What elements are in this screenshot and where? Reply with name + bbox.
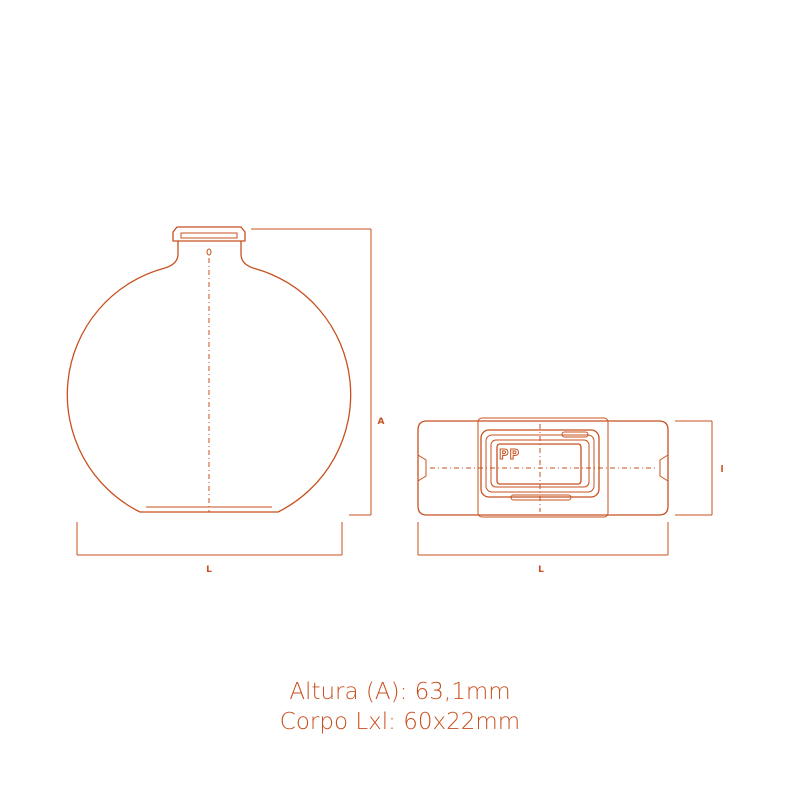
caption-height: Altura (A): 63,1mm (289, 679, 511, 705)
top-body-outline (417, 420, 669, 516)
top-width-dim-label: L (538, 565, 544, 575)
slot-top (561, 431, 589, 438)
height-dimension: A (251, 228, 385, 516)
right-side-bump (659, 454, 669, 482)
caption-body-size: Corpo Lxl: 60x22mm (279, 709, 521, 735)
top-width-dimension: L (417, 522, 669, 575)
bottle-body-outline (66, 240, 352, 513)
cap-outline (172, 226, 246, 242)
pp-window (496, 443, 582, 485)
slot-bottom (510, 494, 572, 501)
front-width-dimension: L (76, 522, 343, 575)
left-side-bump (417, 454, 427, 482)
top-view: PP (417, 417, 669, 518)
neck-hole (206, 248, 212, 256)
top-depth-dim-label: l (720, 465, 723, 475)
front-view (66, 226, 352, 513)
top-depth-dimension: l (675, 420, 724, 516)
front-width-dim-label: L (206, 565, 212, 575)
cap-band (180, 232, 238, 239)
pp-mark: PP (499, 448, 520, 463)
height-dim-label: A (378, 417, 385, 427)
